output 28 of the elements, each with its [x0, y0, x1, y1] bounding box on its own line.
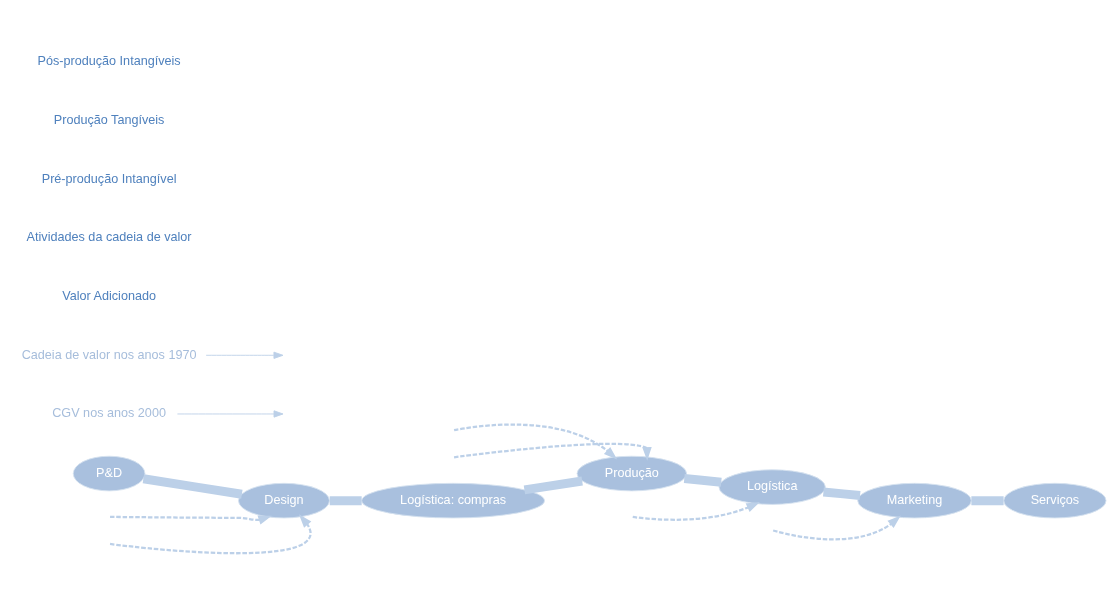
node-ellipse: Logística: [718, 469, 826, 505]
connector: [971, 496, 1004, 506]
node-ellipse: Marketing: [857, 482, 972, 519]
node-ellipse: Serviços: [1003, 482, 1107, 519]
node-ellipse: Produção: [576, 455, 687, 492]
arrow: [453, 442, 652, 461]
label: Pré-produção Intangível: [41, 171, 177, 186]
label: Atividades da cadeia de valor: [26, 230, 192, 245]
connector: [329, 496, 362, 506]
arrow: [109, 514, 312, 555]
arrow: [205, 351, 284, 359]
node-ellipse: Design: [238, 482, 330, 519]
arrow: [632, 501, 760, 521]
arrow: [110, 515, 272, 525]
node-text: CGV nos anos 2000: [52, 406, 166, 421]
connector: [523, 476, 583, 495]
label: Valor Adicionado: [62, 288, 156, 303]
arrow: [176, 410, 284, 418]
arrow: [453, 423, 618, 460]
node-text: Cadeia de valor nos anos 1970: [21, 347, 197, 362]
label: Pós-produção Intangíveis: [37, 54, 181, 69]
connector: [823, 487, 861, 500]
label: Produção Tangíveis: [53, 112, 165, 127]
node-ellipse: P&D: [72, 455, 146, 492]
node-ellipse: Logística: compras: [361, 482, 545, 519]
arrow: [772, 515, 901, 541]
connector: [683, 474, 722, 487]
connector: [142, 474, 243, 499]
